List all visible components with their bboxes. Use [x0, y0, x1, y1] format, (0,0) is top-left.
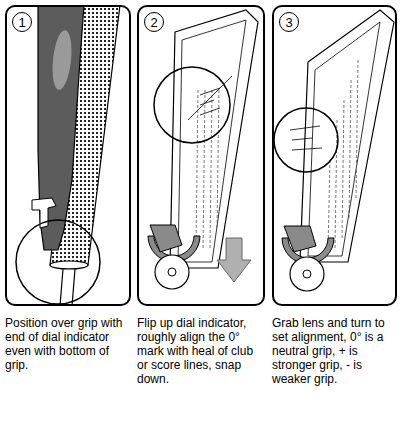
- grip-illustration: [16, 6, 120, 304]
- dial-indicator-patch: [50, 29, 74, 91]
- lens-illustration: [148, 10, 258, 289]
- wheel-hub: [168, 268, 176, 276]
- lens: [170, 10, 258, 268]
- club-hosel: [150, 225, 182, 252]
- shaft: [60, 269, 75, 304]
- wheel: [155, 255, 189, 289]
- lens: [300, 10, 394, 262]
- wheel: [290, 257, 324, 291]
- step-panel: Position over grip with end of dial indi…: [5, 5, 131, 306]
- magnifier-circle: [154, 67, 230, 143]
- step-number: 2: [144, 12, 164, 32]
- dial-scale: [188, 76, 232, 120]
- step-panel: Flip up dial indicator, roughly align th…: [137, 5, 265, 306]
- step-number-text: 3: [285, 16, 292, 29]
- lens-inner: [308, 22, 380, 256]
- step-number-text: 1: [18, 16, 25, 29]
- score-lines: [196, 90, 219, 250]
- grip-end: [50, 261, 88, 269]
- down-arrow: [217, 238, 251, 282]
- dial-scale: [290, 126, 322, 150]
- magnifier-circle: [274, 108, 338, 172]
- lens-illustration: [274, 10, 394, 291]
- step-caption: Grab lens and turn to set alignment, 0° …: [272, 316, 397, 386]
- wheel-hub: [303, 270, 311, 278]
- magnifier-circle: [16, 220, 100, 304]
- step-number: 3: [279, 12, 299, 32]
- club-hosel: [284, 226, 316, 252]
- step-panel: Grab lens and turn to set alignment, 0° …: [272, 5, 397, 306]
- score-lines: [328, 60, 358, 250]
- step-caption: Flip up dial indicator, roughly align th…: [137, 316, 267, 386]
- step-caption: Position over grip with end of dial indi…: [5, 316, 133, 372]
- lens-inner: [178, 20, 246, 262]
- latch: [32, 198, 56, 228]
- step-number-text: 2: [150, 16, 157, 29]
- step-number: 1: [12, 12, 32, 32]
